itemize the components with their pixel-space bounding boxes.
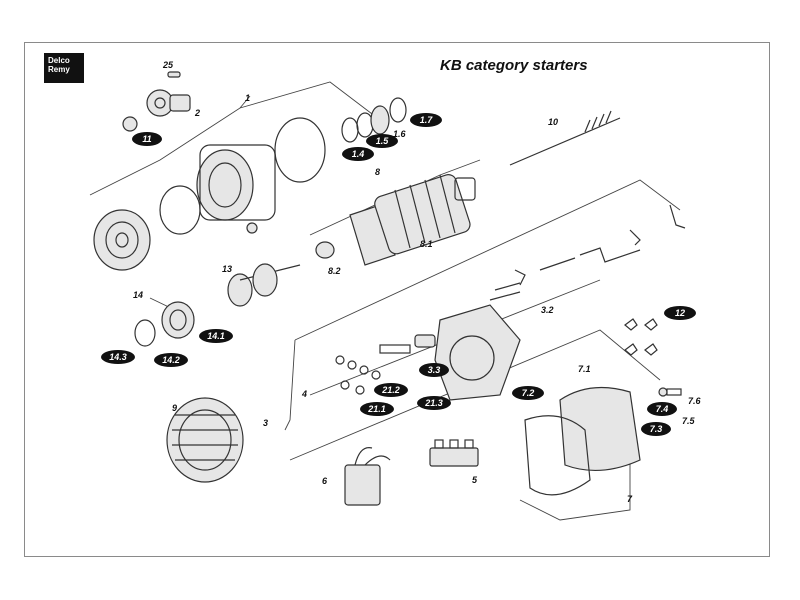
badge-14-1-text: 14.1	[207, 331, 225, 341]
part-drive-end-cap	[93, 209, 151, 271]
label-8-2: 8.2	[328, 266, 341, 276]
badge-3-3: 3.3	[419, 363, 449, 377]
leader-lines	[89, 81, 681, 521]
part-solenoid-contacts	[489, 204, 686, 301]
badge-12: 12	[664, 306, 696, 320]
badge-21-2: 21.2	[374, 383, 408, 397]
label-7-1: 7.1	[578, 364, 591, 374]
badge-12-text: 12	[675, 308, 685, 318]
brand-line2: Remy	[48, 65, 70, 74]
badge-1-4-text: 1.4	[352, 149, 365, 159]
part-14-plate	[134, 301, 195, 347]
badge-21-1-text: 21.1	[367, 404, 386, 414]
diagram-frame	[24, 42, 770, 557]
part-8-armature	[349, 174, 476, 266]
part-2-pinion	[146, 89, 191, 117]
badge-7-2: 7.2	[512, 386, 544, 400]
part-seal-rings	[341, 97, 407, 143]
badge-14-1: 14.1	[199, 329, 233, 343]
label-10: 10	[548, 117, 558, 127]
badge-1-7: 1.7	[410, 113, 442, 127]
part-13-drive-shaft	[227, 263, 301, 307]
label-7: 7	[627, 494, 633, 504]
label-4: 4	[301, 389, 307, 399]
part-labels: 25 2 1 10 8 8.1 8.2 13 14 3.2 4 3 9 6 5 …	[133, 60, 702, 504]
part-8-2-bearing	[315, 241, 335, 259]
label-13: 13	[222, 264, 232, 274]
label-1: 1	[245, 93, 250, 103]
label-8: 8	[375, 167, 380, 177]
part-5-brush-set	[429, 439, 479, 467]
part-10-shaft	[509, 110, 621, 166]
badge-14-2-text: 14.2	[162, 355, 180, 365]
badge-7-2-text: 7.2	[522, 388, 535, 398]
part-4-hardware	[335, 334, 436, 395]
badge-11: 11	[132, 132, 162, 146]
badge-7-4-text: 7.4	[656, 404, 669, 414]
label-6: 6	[322, 476, 328, 486]
badge-14-3-text: 14.3	[109, 352, 127, 362]
part-25-pin	[167, 71, 181, 78]
label-9: 9	[172, 403, 177, 413]
badge-1-5: 1.5	[366, 134, 398, 148]
label-7-5: 7.5	[682, 416, 696, 426]
label-2: 2	[194, 108, 200, 118]
part-12-clips	[624, 318, 658, 356]
badge-21-3: 21.3	[417, 396, 451, 410]
badge-14-2: 14.2	[154, 353, 188, 367]
badge-3-3-text: 3.3	[428, 365, 441, 375]
badge-21-2-text: 21.2	[381, 385, 400, 395]
label-3-2: 3.2	[541, 305, 554, 315]
badge-21-3-text: 21.3	[424, 398, 443, 408]
label-25: 25	[162, 60, 174, 70]
brand-logo: Delco Remy	[44, 53, 84, 83]
part-6-terminal	[344, 447, 391, 506]
badge-7-3-text: 7.3	[650, 424, 663, 434]
badge-7-3: 7.3	[641, 422, 671, 436]
label-8-1: 8.1	[420, 239, 433, 249]
label-5: 5	[472, 475, 478, 485]
part-11-nut	[122, 116, 138, 132]
label-14: 14	[133, 290, 143, 300]
diagram-title: KB category starters	[440, 57, 588, 74]
label-7-6: 7.6	[688, 396, 702, 406]
badge-1-7-text: 1.7	[420, 115, 434, 125]
label-1-6: 1.6	[393, 129, 407, 139]
label-3: 3	[263, 418, 268, 428]
brand-line1: Delco	[48, 56, 70, 65]
badge-14-3: 14.3	[101, 350, 135, 364]
badge-11-text: 11	[142, 134, 151, 144]
badge-1-5-text: 1.5	[376, 136, 390, 146]
part-9-brush-holder	[166, 397, 244, 483]
badge-7-4: 7.4	[647, 402, 677, 416]
part-3-end-frame	[434, 304, 521, 401]
badge-1-4: 1.4	[342, 147, 374, 161]
part-7-cover	[524, 386, 682, 496]
part-1-housing	[159, 117, 326, 235]
badge-21-1: 21.1	[360, 402, 394, 416]
